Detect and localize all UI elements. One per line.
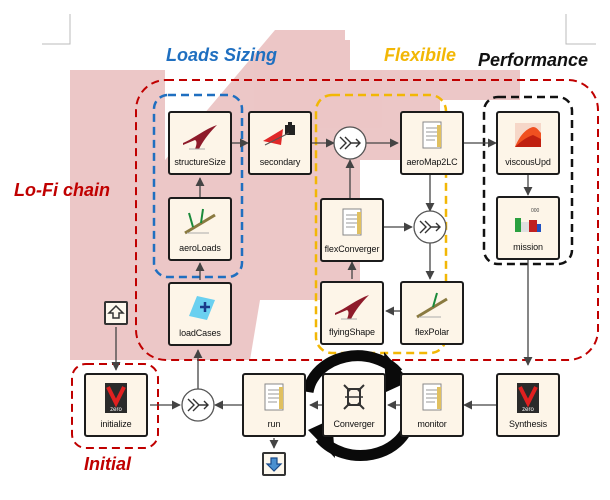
junction-circle[interactable] (181, 388, 215, 422)
node-label: aeroLoads (179, 243, 221, 253)
node-label: Converger (333, 419, 375, 429)
node-label: flyingShape (329, 327, 375, 337)
node-mission[interactable]: 000 mission (496, 196, 560, 260)
node-aero-loads[interactable]: aeroLoads (168, 197, 232, 261)
svg-text:zero: zero (110, 407, 122, 413)
node-initialize[interactable]: zero initialize (84, 373, 148, 437)
node-synthesis[interactable]: zero Synthesis (496, 373, 560, 437)
node-flex-polar[interactable]: flexPolar (400, 281, 464, 345)
upload-icon (107, 304, 125, 319)
converger-icon (343, 384, 365, 410)
zero-logo-icon: zero (517, 383, 539, 413)
node-aero-map-2lc[interactable]: aeroMap2LC (400, 111, 464, 175)
node-label: initialize (100, 419, 132, 429)
node-load-cases[interactable]: loadCases (168, 282, 232, 346)
node-label: secondary (259, 157, 301, 167)
page-corner-mark (42, 14, 71, 45)
flexible-label: Flexibile (384, 45, 457, 65)
node-label: viscousUpd (505, 157, 551, 167)
page-corner-mark (565, 14, 596, 45)
node-label: flexPolar (414, 327, 450, 337)
performance-label: Performance (478, 50, 589, 70)
document-icon (422, 121, 442, 149)
document-icon (422, 383, 442, 411)
svg-text:zero: zero (522, 407, 534, 413)
node-run[interactable]: run (242, 373, 306, 437)
zero-logo-icon: zero (105, 383, 127, 413)
node-label: aeroMap2LC (406, 157, 458, 167)
node-viscous-upd[interactable]: viscousUpd (496, 111, 560, 175)
node-flex-converger[interactable]: flexConverger (320, 198, 384, 262)
node-label: Synthesis (508, 419, 548, 429)
node-flying-shape[interactable]: flyingShape (320, 281, 384, 345)
node-monitor[interactable]: monitor (400, 373, 464, 437)
wing-loads-icon (184, 208, 216, 235)
wing-loads-icon (416, 292, 448, 319)
initial-label: Initial (84, 454, 132, 474)
aircraft-icon (335, 295, 369, 320)
node-converger[interactable]: Converger (322, 373, 386, 437)
node-label: flexConverger (324, 244, 380, 254)
node-label: mission (513, 242, 543, 252)
node-label: run (267, 419, 281, 429)
node-label: monitor (417, 419, 447, 429)
load-cases-icon (189, 296, 215, 320)
wing-weight-icon (263, 122, 295, 146)
input-port[interactable] (104, 301, 128, 325)
node-secondary[interactable]: secondary (248, 111, 312, 175)
output-port[interactable] (262, 452, 286, 476)
download-icon (265, 457, 283, 472)
aircraft-icon (183, 125, 217, 150)
svg-text:000: 000 (531, 208, 540, 214)
node-label: loadCases (179, 328, 221, 338)
loads-sizing-label: Loads Sizing (166, 45, 278, 65)
performance-group (482, 95, 574, 266)
connectors (111, 138, 533, 449)
document-icon (342, 208, 362, 236)
node-structure-size[interactable]: structureSize (168, 111, 232, 175)
lofi-chain-label: Lo-Fi chain (14, 180, 110, 200)
viscous-map-icon (515, 123, 541, 147)
loads-sizing-group (152, 93, 244, 279)
node-label: structureSize (174, 157, 226, 167)
junction-circle[interactable] (413, 210, 447, 244)
junction-circle[interactable] (333, 126, 367, 160)
document-icon (264, 383, 284, 411)
mission-chart-icon: 000 (515, 208, 541, 232)
